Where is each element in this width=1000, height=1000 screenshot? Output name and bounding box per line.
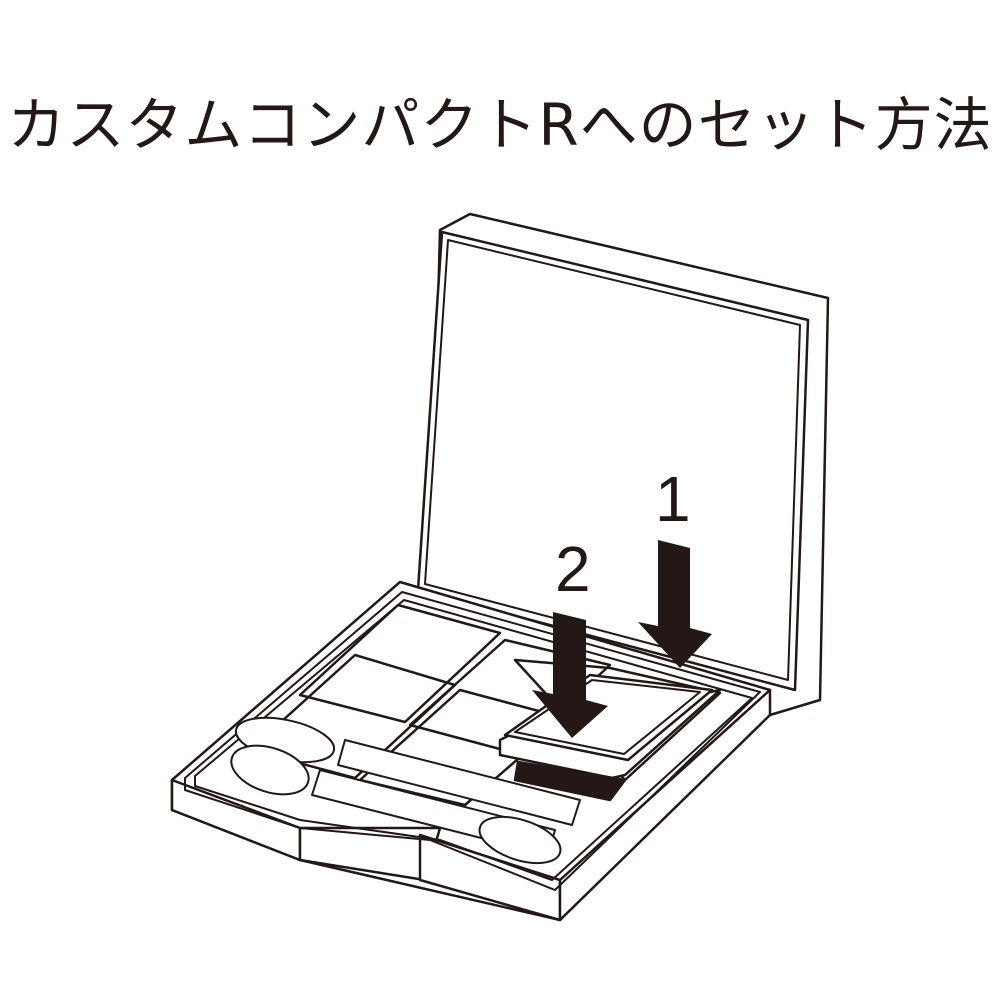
applicators bbox=[230, 716, 581, 865]
arrow-1-icon bbox=[638, 540, 712, 668]
arrow-2-icon bbox=[532, 612, 608, 738]
compact-lid bbox=[416, 212, 830, 717]
eyeshadow-pan bbox=[498, 673, 722, 802]
step-1-label: 1 bbox=[655, 463, 691, 535]
step-2-label: 2 bbox=[555, 533, 591, 605]
page-title: カスタムコンパクトRへのセット方法 bbox=[7, 91, 993, 159]
compact-base bbox=[170, 580, 772, 922]
